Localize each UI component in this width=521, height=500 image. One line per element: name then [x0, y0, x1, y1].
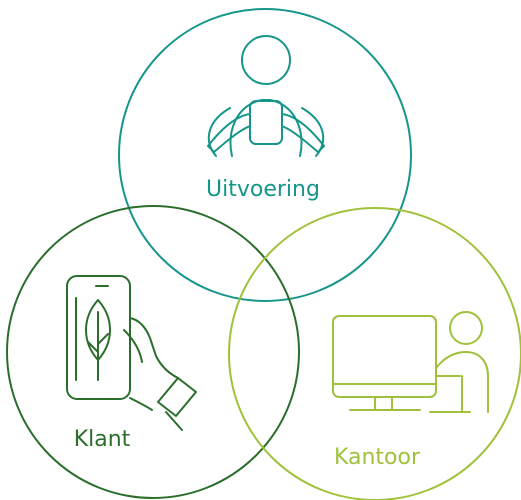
label-kantoor: Kantoor — [334, 445, 421, 470]
label-klant: Klant — [74, 427, 131, 452]
circle-uitvoering — [118, 8, 412, 302]
label-uitvoering: Uitvoering — [206, 177, 320, 202]
circle-klant — [6, 205, 300, 499]
circle-kantoor — [228, 207, 521, 500]
person-at-computer-icon — [332, 311, 489, 413]
hand-holding-phone-with-leaf-icon — [66, 275, 197, 431]
person-holding-cup-icon — [207, 35, 325, 157]
